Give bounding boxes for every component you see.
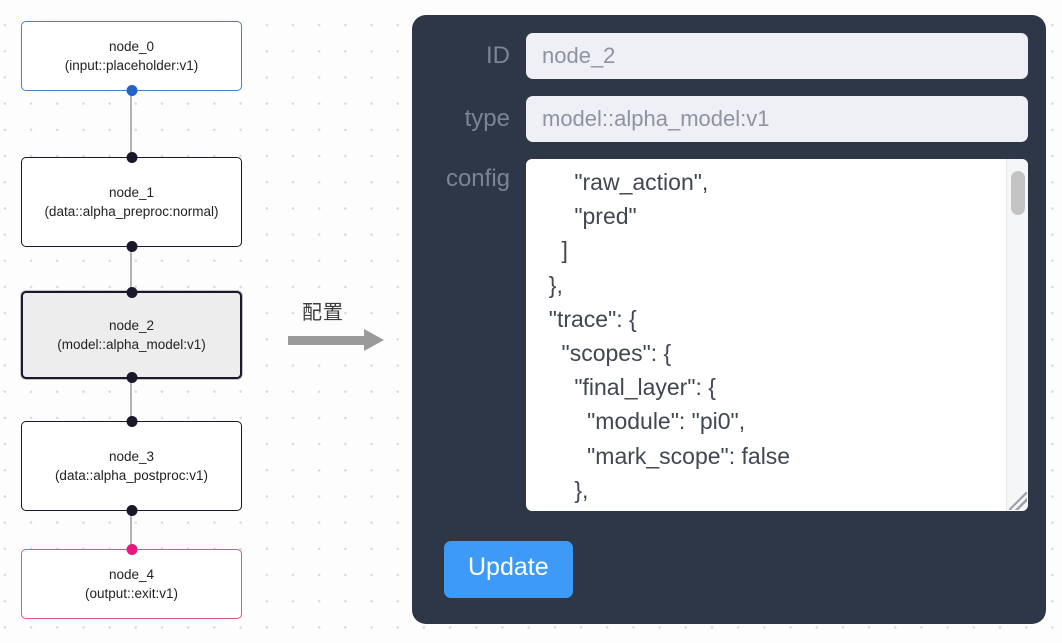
flow-node-node_4[interactable]: node_4 (output::exit:v1)	[21, 544, 242, 619]
edge-node0-node1	[130, 88, 132, 160]
flow-node-title: node_2	[108, 317, 155, 333]
flow-node-title: node_3	[108, 448, 155, 464]
flow-node-node_0[interactable]: node_0 (input::placeholder:v1)	[21, 21, 242, 96]
id-input[interactable]	[526, 33, 1028, 79]
type-input[interactable]	[526, 96, 1028, 142]
flow-node-subtitle: (data::alpha_postproc:v1)	[54, 468, 209, 483]
node-handle-source[interactable]	[126, 85, 137, 96]
config-field-label: config	[445, 165, 510, 192]
update-button[interactable]: Update	[444, 541, 573, 598]
flow-graph-canvas[interactable]: node_0 (input::placeholder:v1) node_1 (d…	[0, 0, 400, 643]
node-handle-target[interactable]	[126, 416, 137, 427]
flow-node-subtitle: (output::exit:v1)	[84, 586, 179, 601]
resize-grip-icon[interactable]	[1009, 492, 1027, 510]
right-arrow-icon	[288, 336, 366, 345]
panel-actions: Update	[428, 541, 1030, 598]
flow-node-title: node_4	[108, 566, 155, 582]
annotation-group: 配置	[288, 296, 398, 366]
right-arrow-head-icon	[364, 329, 384, 351]
flow-node-subtitle: (model::alpha_model:v1)	[57, 337, 206, 352]
flow-node-subtitle: (input::placeholder:v1)	[64, 58, 199, 73]
node-handle-source[interactable]	[126, 505, 137, 516]
node-handle-target[interactable]	[126, 287, 137, 298]
flow-node-node_2[interactable]: node_2 (model::alpha_model:v1)	[21, 287, 242, 383]
flow-node-subtitle: (data::alpha_preproc:normal)	[44, 204, 219, 219]
scrollbar-thumb[interactable]	[1011, 171, 1025, 215]
node-config-panel: ID type config "raw_action", "pred" ] },…	[412, 15, 1046, 624]
id-field-label: ID	[486, 42, 510, 69]
flow-node-title: node_1	[108, 184, 155, 200]
annotation-label: 配置	[302, 300, 344, 324]
node-handle-target[interactable]	[126, 152, 137, 163]
edge-node3-node4	[130, 511, 132, 549]
node-handle-target[interactable]	[126, 544, 137, 555]
node-handle-source[interactable]	[126, 241, 137, 252]
node-handle-source[interactable]	[126, 372, 137, 383]
flow-node-node_3[interactable]: node_3 (data::alpha_postproc:v1)	[21, 416, 242, 516]
config-textarea[interactable]: "raw_action", "pred" ] }, "trace": { "sc…	[526, 159, 1028, 511]
vertical-scrollbar[interactable]	[1006, 159, 1028, 511]
field-row-config: config "raw_action", "pred" ] }, "trace"…	[428, 159, 1030, 511]
flow-node-title: node_0	[108, 38, 155, 54]
flow-node-node_1[interactable]: node_1 (data::alpha_preproc:normal)	[21, 152, 242, 252]
type-field-label: type	[464, 105, 510, 132]
field-row-type: type	[428, 96, 1030, 142]
edge-node2-node3	[130, 375, 132, 419]
field-row-id: ID	[428, 33, 1030, 79]
config-textarea-content[interactable]: "raw_action", "pred" ] }, "trace": { "sc…	[548, 169, 791, 503]
edge-node1-node2	[130, 245, 132, 295]
